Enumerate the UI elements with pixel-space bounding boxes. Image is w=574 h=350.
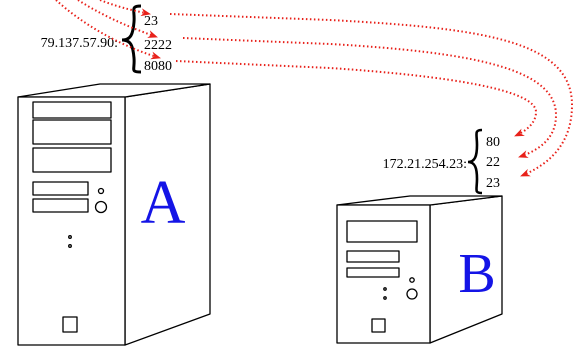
host-a-port: 2222: [144, 38, 172, 53]
host-b-port: 23: [486, 176, 500, 191]
host-b-port: 22: [486, 155, 500, 170]
host-b-label: B: [458, 243, 495, 305]
computer-a-icon: [17, 83, 211, 346]
host-a-brace: [121, 4, 142, 74]
host-a-ip: 79.137.57.90:: [41, 36, 118, 51]
forward-arrow-23-to-23: [169, 13, 574, 177]
incoming-arrow-port-8080: [55, 0, 161, 60]
host-a-label: A: [141, 169, 186, 237]
incoming-arrow-port-23: [99, 0, 151, 17]
forward-arrow-2222-to-22: [182, 37, 558, 158]
host-a-port: 8080: [144, 59, 172, 74]
host-b-ip: 172.21.254.23:: [383, 157, 467, 172]
host-b-port: 80: [486, 135, 500, 150]
forward-arrow-8080-to-80: [175, 60, 538, 137]
computer-b-icon: [336, 195, 503, 344]
incoming-arrow-port-2222: [77, 0, 158, 38]
host-a-port: 23: [144, 14, 158, 29]
host-b-brace: [467, 128, 483, 195]
